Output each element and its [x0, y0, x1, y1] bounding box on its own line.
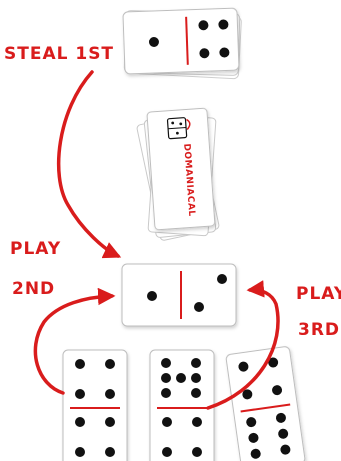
hand-domino-2 — [150, 350, 214, 461]
play-3rd-label-line1: Play — [296, 286, 341, 303]
center-domino — [122, 264, 236, 326]
curved-arrow-icon — [59, 72, 118, 256]
deck-top-card: DOMANIACAL — [147, 108, 215, 230]
play-2nd-label-line1: Play — [10, 241, 61, 258]
hand-domino-1 — [63, 350, 127, 461]
steal-label: Steal 1st — [4, 46, 114, 63]
stolen-domino — [123, 8, 239, 74]
play-3rd-label-line2: 3rd — [298, 322, 340, 339]
play-2nd-label-line2: 2nd — [12, 281, 55, 298]
deck-stack: DOMANIACAL — [136, 108, 219, 241]
stolen-domino-stack — [123, 8, 242, 79]
